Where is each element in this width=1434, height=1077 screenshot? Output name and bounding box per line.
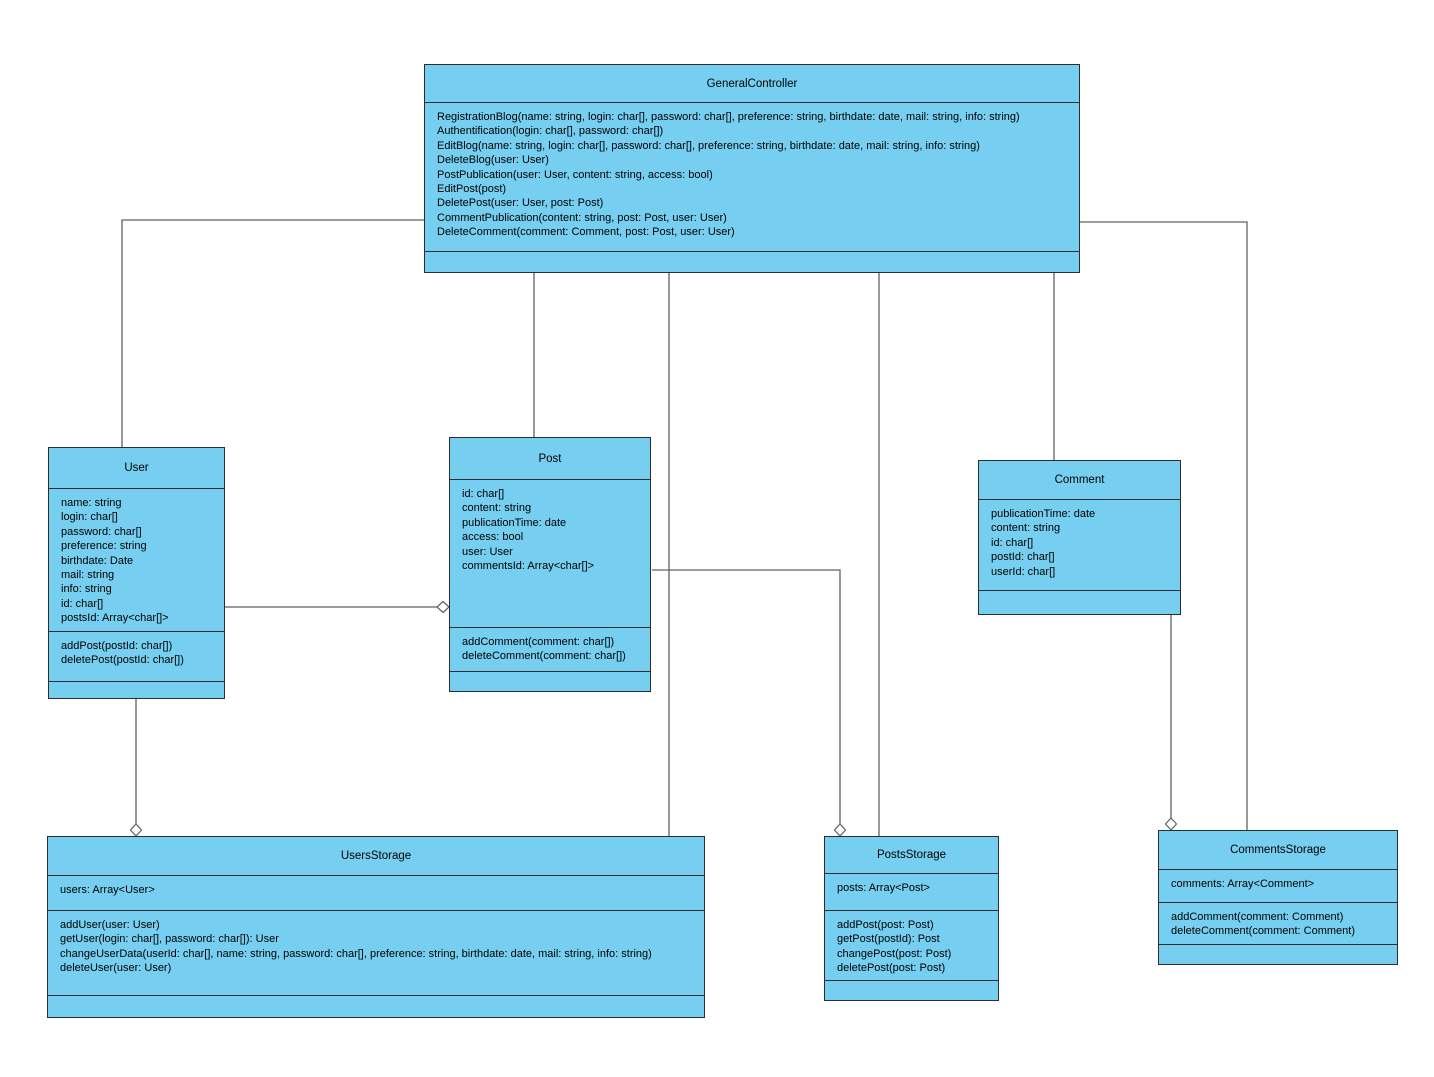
member-line: addComment(comment: char[]) <box>462 636 615 648</box>
member-line: changeUserData(userId: char[], name: str… <box>60 947 652 960</box>
class-postsstorage[interactable]: PostsStorage posts: Array<Post> addPost(… <box>824 836 999 1001</box>
class-comment[interactable]: Comment publicationTime: date content: st… <box>978 460 1181 615</box>
member-line: name: string <box>61 497 122 509</box>
class-title: Comment <box>1054 474 1105 486</box>
member-line: addPost(post: Post) <box>837 919 934 931</box>
member-line: userId: char[] <box>991 565 1056 578</box>
aggregation-diamond-post <box>436 600 450 614</box>
member-line: comments: Array<Comment> <box>1171 878 1315 890</box>
member-line: posts: Array<Post> <box>837 882 930 894</box>
aggregation-diamond-usersstorage <box>129 823 143 837</box>
class-attributes: users: Array<User> <box>48 875 704 910</box>
class-title: Post <box>538 452 562 465</box>
class-methods: RegistrationBlog(name: string, login: ch… <box>425 102 1079 251</box>
empty-compartment <box>825 980 998 1000</box>
member-line: postId: char[] <box>991 551 1055 564</box>
member-line: login: char[] <box>61 511 118 524</box>
class-attributes: comments: Array<Comment> <box>1159 869 1397 902</box>
member-line: content: string <box>462 502 532 515</box>
member-line: RegistrationBlog(name: string, login: ch… <box>437 111 1020 123</box>
member-line: password: char[] <box>61 525 142 538</box>
member-line: changePost(post: Post) <box>837 947 952 960</box>
class-methods: addComment(comment: Comment) deleteCommen… <box>1159 902 1397 944</box>
member-line: DeletePost(user: User, post: Post) <box>437 197 604 210</box>
empty-compartment <box>48 995 704 1017</box>
member-line: DeleteComment(comment: Comment, post: Po… <box>437 226 735 239</box>
member-line: user: User <box>462 545 513 558</box>
class-methods: addPost(post: Post) getPost(postId): Post… <box>825 910 998 980</box>
connector-generalcontroller-commentsstorage[interactable] <box>1080 221 1248 830</box>
class-commentsstorage[interactable]: CommentsStorage comments: Array<Comment>… <box>1158 830 1398 965</box>
class-methods: addPost(postId: char[]) deletePost(postId… <box>49 631 224 681</box>
class-title: PostsStorage <box>876 849 947 861</box>
member-line: postsId: Array<char[]> <box>61 612 169 625</box>
member-line: getUser(login: char[], password: char[])… <box>60 933 279 946</box>
class-title: GeneralController <box>706 77 798 90</box>
member-line: deleteUser(user: User) <box>60 962 172 975</box>
class-attributes: name: string login: char[]password: char[… <box>49 488 224 631</box>
aggregation-diamond-commentsstorage <box>1164 817 1178 831</box>
class-user[interactable]: User name: string login: char[]password: … <box>48 447 225 699</box>
member-line: id: char[] <box>61 597 104 610</box>
member-line: getPost(postId): Post <box>837 933 940 946</box>
member-line: deleteComment(comment: char[]) <box>462 650 626 663</box>
member-line: deletePost(post: Post) <box>837 962 946 975</box>
member-line: addPost(postId: char[]) <box>61 640 173 652</box>
member-line: id: char[] <box>462 488 505 500</box>
member-line: info: string <box>61 583 112 596</box>
member-line: access: bool <box>462 531 524 544</box>
member-line: preference: string <box>61 540 147 553</box>
empty-compartment <box>1159 944 1397 964</box>
member-line: content: string <box>991 522 1061 535</box>
class-title: CommentsStorage <box>1230 844 1326 856</box>
empty-compartment <box>49 681 224 698</box>
class-generalcontroller[interactable]: GeneralController RegistrationBlog(name:… <box>424 64 1080 273</box>
empty-compartment <box>979 590 1180 614</box>
member-line: EditPost(post) <box>437 183 507 196</box>
class-title: User <box>124 462 149 474</box>
member-line: deletePost(postId: char[]) <box>61 654 184 667</box>
connector-generalcontroller-user[interactable] <box>121 219 424 447</box>
member-line: birthdate: Date <box>61 554 134 567</box>
empty-compartment <box>425 251 1079 272</box>
member-line: EditBlog(name: string, login: char[], pa… <box>437 139 980 152</box>
class-methods: addUser(user: User) getUser(login: char[]… <box>48 910 704 995</box>
class-attributes: posts: Array<Post> <box>825 873 998 910</box>
empty-compartment <box>450 671 650 691</box>
aggregation-diamond-postsstorage <box>833 823 847 837</box>
member-line: users: Array<User> <box>60 884 155 896</box>
member-line: mail: string <box>61 569 115 582</box>
class-methods: addComment(comment: char[]) deleteComment… <box>450 627 650 671</box>
connector-post-postsstorage-aggregation[interactable] <box>652 569 841 824</box>
class-title: UsersStorage <box>340 850 412 862</box>
member-line: DeleteBlog(user: User) <box>437 154 549 167</box>
member-line: publicationTime: date <box>991 508 1096 520</box>
member-line: deleteComment(comment: Comment) <box>1171 925 1356 938</box>
member-line: PostPublication(user: User, content: str… <box>437 168 713 181</box>
member-line: publicationTime: date <box>462 516 567 529</box>
member-line: CommentPublication(content: string, post… <box>437 211 727 224</box>
member-line: addUser(user: User) <box>60 919 160 931</box>
member-line: id: char[] <box>991 536 1034 549</box>
member-line: commentsId: Array<char[]> <box>462 560 595 573</box>
member-line: addComment(comment: Comment) <box>1171 911 1344 923</box>
class-usersstorage[interactable]: UsersStorage users: Array<User> addUser(… <box>47 836 705 1018</box>
member-line: Authentification(login: char[], password… <box>437 125 664 138</box>
